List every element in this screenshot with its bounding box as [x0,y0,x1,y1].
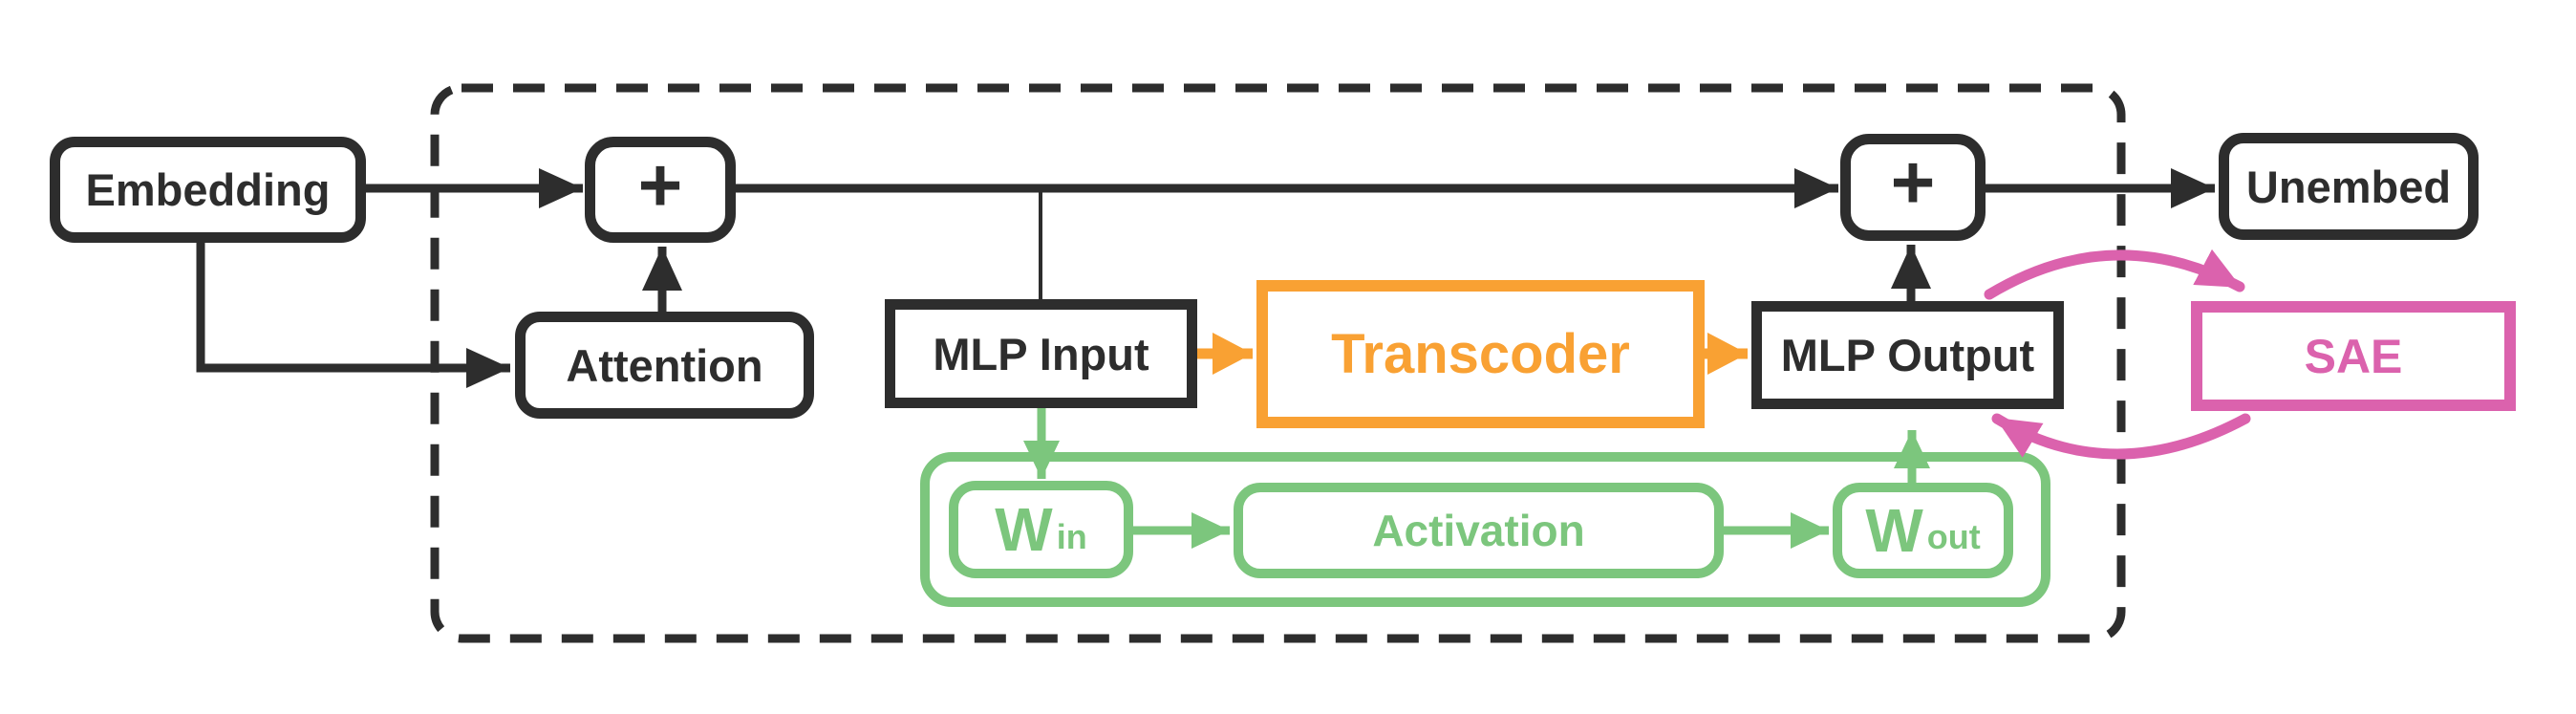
unembed-node: Unembed [2219,133,2479,240]
w-in-main-label: W [995,495,1053,564]
w-in-node: W in [949,481,1133,578]
residual-add-2-label: + [1890,140,1936,225]
w-out-sub-label: out [1926,517,1981,556]
activation-node: Activation [1234,483,1724,578]
mlp-output-label: MLP Output [1780,330,2035,380]
w-out-main-label: W [1865,496,1923,565]
edge-sae-to-mlpoutput [1991,413,2251,460]
edge-mlpoutput-to-sae [1984,249,2245,300]
pink-connectors [1984,249,2251,460]
embedding-label: Embedding [85,164,331,215]
embedding-node: Embedding [50,137,366,243]
w-in-sub-label: in [1056,517,1087,556]
w-out-node: W out [1833,483,2013,578]
residual-add-2-node: + [1840,134,1986,241]
edge-embedding-to-attention [196,239,510,388]
sae-node: SAE [2191,301,2516,411]
unembed-label: Unembed [2245,161,2452,212]
transformer-block-boundary [430,83,2126,643]
green-connectors [1023,408,1930,549]
mlp-output-node: MLP Output [1751,301,2064,409]
activation-label: Activation [1372,506,1585,555]
sae-label: SAE [2304,329,2403,383]
transcoder-node: Transcoder [1256,280,1705,428]
mlp-input-label: MLP Input [933,328,1149,379]
black-connectors [196,168,2215,388]
attention-label: Attention [566,339,763,391]
residual-add-1-node: + [585,137,736,243]
residual-add-1-label: + [637,141,683,227]
attention-node: Attention [515,312,814,419]
transcoder-label: Transcoder [1331,323,1630,385]
mlp-input-node: MLP Input [885,299,1197,408]
